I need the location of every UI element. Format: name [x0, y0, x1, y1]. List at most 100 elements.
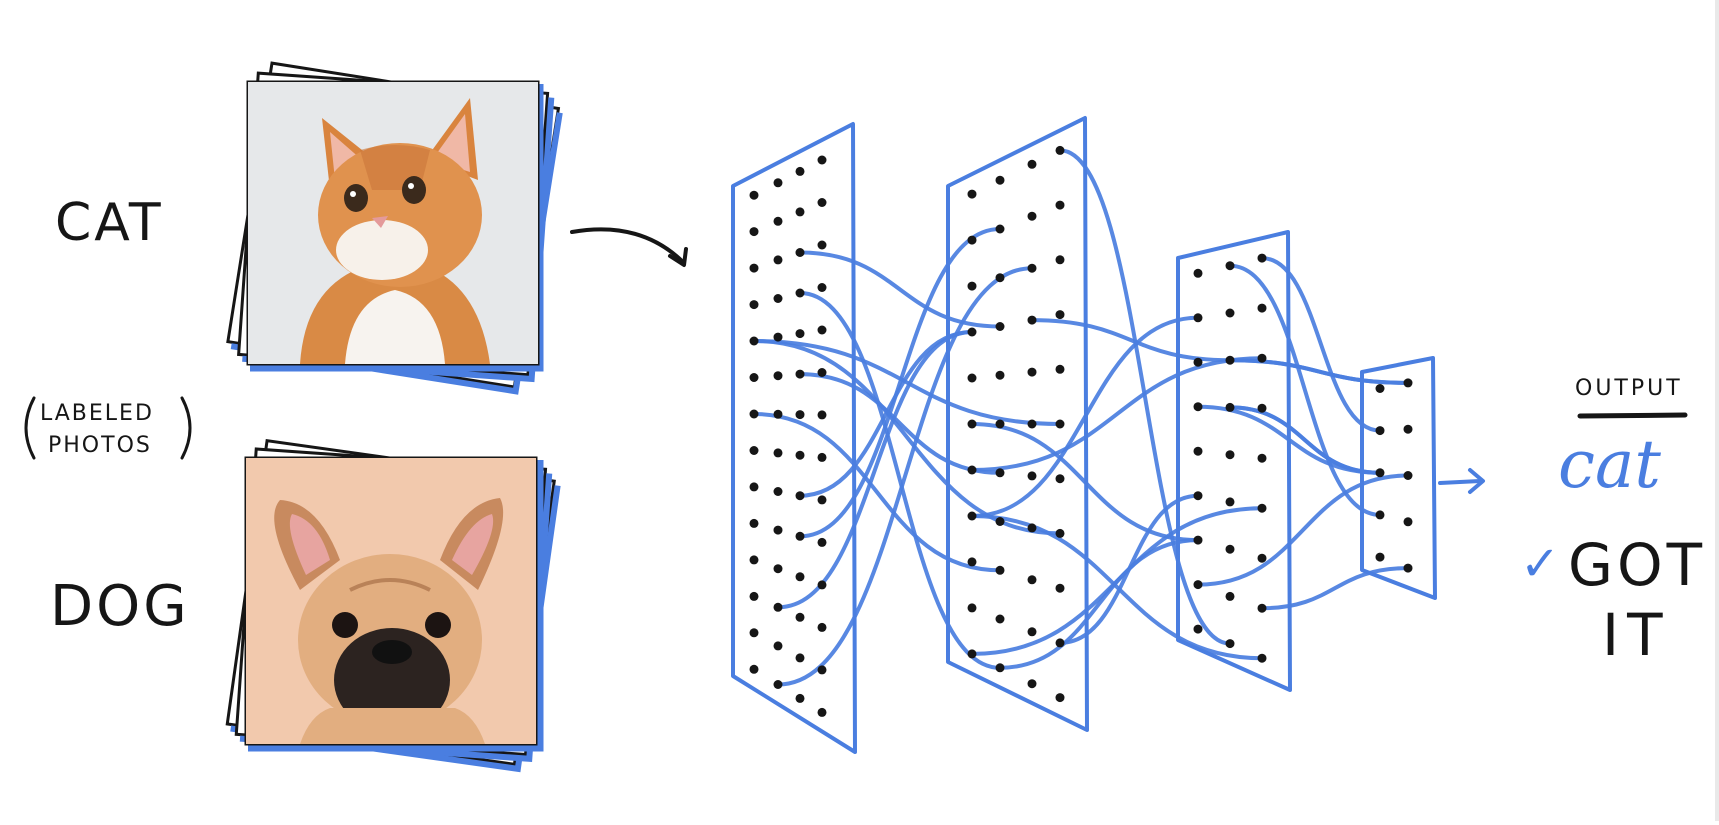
node-l3-c3-r5 [1257, 453, 1267, 463]
layer-panel-4 [1360, 356, 1437, 600]
node-l2-c2-r11 [995, 663, 1005, 673]
node-l1-c2-r3 [773, 255, 783, 265]
node-l1-c3-r13 [795, 653, 805, 663]
connection-13 [752, 412, 1002, 573]
cat-label: CAT [55, 193, 164, 253]
node-l1-c3-r9 [795, 491, 805, 501]
node-l2-c1-r10 [967, 603, 977, 613]
node-l2-c4-r5 [1055, 364, 1065, 374]
node-l1-c3-r7 [795, 410, 805, 420]
node-l3-c2-r7 [1225, 544, 1235, 554]
node-l1-c4-r8 [817, 452, 827, 462]
node-l4-c2-r1 [1403, 378, 1413, 388]
labeled-text: LABELED [40, 401, 154, 426]
node-l3-c1-r4 [1193, 402, 1203, 412]
node-l2-c1-r4 [967, 327, 977, 337]
node-l2-c3-r8 [1027, 523, 1037, 533]
connection-25 [798, 372, 1002, 475]
node-l3-c2-r1 [1225, 261, 1235, 271]
node-l3-c1-r7 [1193, 535, 1203, 545]
node-l2-c3-r4 [1027, 315, 1037, 325]
node-l1-c3-r4 [795, 288, 805, 298]
node-l2-c1-r2 [967, 235, 977, 245]
node-l2-c1-r9 [967, 557, 977, 567]
node-l1-c3-r14 [795, 693, 805, 703]
output-underline [1577, 412, 1688, 419]
node-l1-c2-r12 [773, 602, 783, 612]
connection-28 [776, 330, 974, 610]
connection-15 [1228, 358, 1410, 385]
connection-23 [970, 506, 1264, 656]
node-l3-c3-r1 [1257, 253, 1267, 263]
connection-4 [752, 339, 1062, 426]
node-l2-c1-r6 [967, 419, 977, 429]
network-connections [752, 148, 1410, 687]
node-l1-c1-r14 [749, 664, 759, 674]
node-l1-c3-r12 [795, 612, 805, 622]
node-l4-c1-r3 [1375, 468, 1385, 478]
connection-6 [1196, 473, 1410, 587]
node-l1-c1-r8 [749, 446, 759, 455]
node-l1-c4-r5 [817, 325, 827, 335]
node-l2-c1-r3 [967, 281, 977, 291]
network-nodes [749, 145, 1413, 717]
node-l3-c1-r1 [1193, 268, 1203, 278]
node-l1-c2-r11 [773, 564, 783, 574]
connection-26 [1058, 148, 1232, 646]
node-l2-c3-r9 [1027, 575, 1037, 585]
dog-photo-icon [246, 458, 536, 744]
node-l1-c1-r11 [749, 555, 759, 565]
check-mark: ✓ [1520, 536, 1560, 592]
node-l2-c4-r11 [1055, 693, 1065, 703]
connection-20 [970, 356, 1264, 472]
connection-22 [752, 339, 1062, 536]
node-l3-c3-r6 [1257, 503, 1267, 513]
node-l3-c3-r4 [1257, 403, 1267, 413]
node-l1-c4-r11 [817, 580, 827, 590]
node-l1-c4-r14 [817, 707, 827, 717]
photos-text: PHOTOS [48, 433, 152, 458]
node-l1-c3-r5 [795, 329, 805, 339]
node-l4-c2-r2 [1403, 424, 1413, 434]
node-l1-c4-r2 [817, 198, 827, 207]
node-l2-c1-r1 [967, 189, 977, 199]
node-l1-c3-r6 [795, 369, 805, 379]
network-layers [731, 116, 1437, 754]
node-l2-c3-r6 [1027, 419, 1037, 429]
node-l2-c1-r5 [967, 373, 977, 383]
node-l2-c2-r5 [995, 370, 1005, 380]
node-l1-c3-r1 [795, 166, 805, 176]
node-l2-c3-r7 [1027, 471, 1037, 481]
node-l3-c2-r2 [1225, 308, 1235, 318]
it-text: IT [1602, 601, 1671, 669]
node-l3-c3-r3 [1257, 353, 1267, 363]
node-l4-c1-r4 [1375, 510, 1385, 520]
node-l2-c3-r11 [1027, 679, 1037, 689]
node-l2-c4-r10 [1055, 638, 1065, 648]
node-l1-c1-r2 [749, 227, 759, 237]
node-l3-c2-r5 [1225, 450, 1235, 460]
layer-panel-1 [731, 122, 857, 754]
node-l1-c1-r13 [749, 628, 759, 638]
node-l3-c3-r2 [1257, 303, 1267, 313]
node-l1-c4-r12 [817, 622, 827, 632]
node-l1-c3-r3 [795, 248, 805, 257]
cat-photo-icon [248, 82, 538, 364]
cat-photo-stack [226, 61, 563, 395]
node-l2-c2-r10 [995, 614, 1005, 624]
connection-17 [970, 514, 1264, 661]
node-l1-c2-r1 [773, 178, 783, 188]
node-l1-c3-r10 [795, 531, 805, 541]
node-l3-c2-r9 [1225, 639, 1235, 649]
dog-photo-stack [225, 439, 561, 773]
node-l4-c1-r5 [1375, 552, 1385, 562]
connection-8 [998, 538, 1200, 670]
connection-10 [798, 291, 1002, 670]
node-l1-c4-r10 [817, 537, 827, 547]
node-l2-c4-r7 [1055, 474, 1065, 484]
node-l3-c1-r3 [1193, 357, 1203, 367]
node-l3-c1-r5 [1193, 446, 1203, 456]
node-l3-c1-r8 [1193, 580, 1203, 590]
node-l1-c1-r12 [749, 591, 759, 601]
